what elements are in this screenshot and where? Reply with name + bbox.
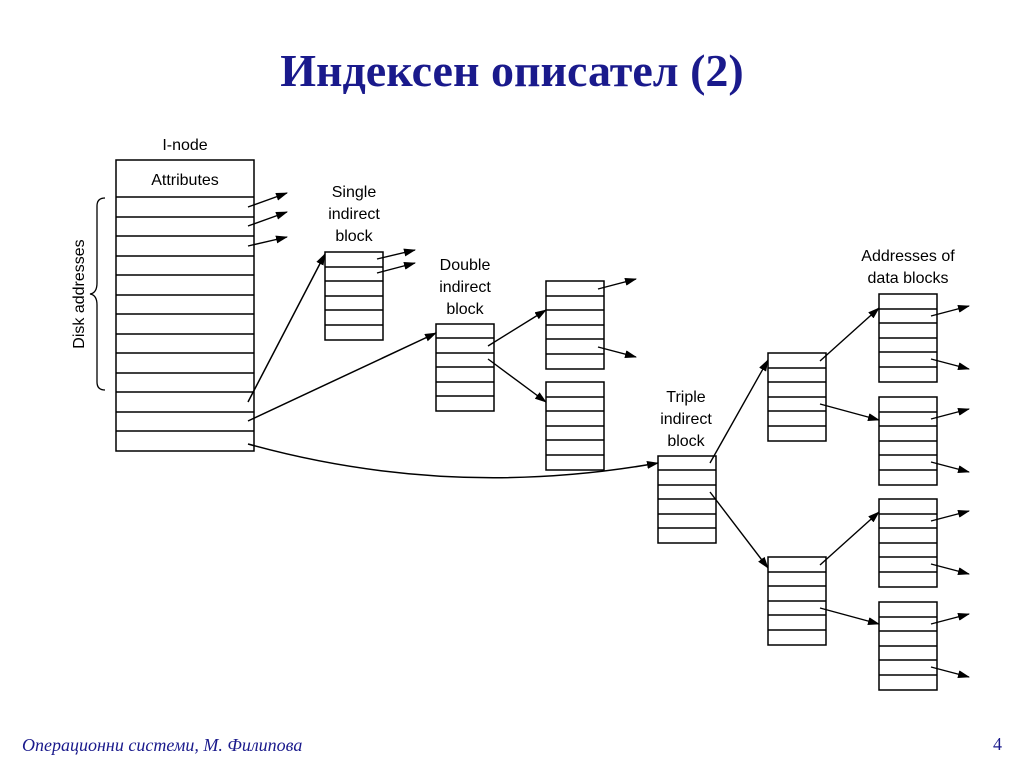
single-label-line1: Single — [332, 184, 377, 201]
double-label-line1: Double — [440, 257, 491, 274]
data-block-arrows — [930, 304, 970, 679]
triple-level2-block-1 — [767, 352, 827, 442]
data-block-2 — [878, 396, 938, 486]
disk-addresses-label: Disk addresses — [71, 239, 88, 348]
inode-block — [115, 159, 255, 452]
double-child-block-2 — [545, 381, 605, 471]
inode-label: I-node — [162, 137, 207, 154]
double-indirect-block — [435, 323, 495, 412]
triple-label-line2: indirect — [660, 411, 712, 428]
single-label-line2: indirect — [328, 206, 380, 223]
triple-label-line3: block — [667, 433, 705, 450]
triple-indirect-block — [657, 455, 717, 544]
footer-text: Операционни системи, М. Филипова — [22, 735, 303, 755]
double-label-line2: indirect — [439, 279, 491, 296]
attributes-label: Attributes — [151, 172, 219, 189]
triple-level2-block-2 — [767, 556, 827, 646]
data-block-4 — [878, 601, 938, 691]
data-block-3 — [878, 498, 938, 588]
single-indirect-block — [324, 251, 384, 341]
data-block-1 — [878, 293, 938, 383]
data-label-line1: Addresses of — [861, 248, 955, 265]
indirect-pointer-arrows — [247, 253, 659, 479]
double-label-line3: block — [446, 301, 484, 318]
single-label-line3: block — [335, 228, 373, 245]
disk-addresses-brace — [89, 197, 106, 391]
data-label-line2: data blocks — [868, 270, 949, 287]
slide-title: Индексен описател (2) — [280, 45, 744, 96]
direct-address-arrows — [247, 192, 288, 247]
page-number: 4 — [993, 734, 1002, 754]
double-child-block-1 — [545, 280, 605, 370]
triple-label-line1: Triple — [666, 389, 706, 406]
